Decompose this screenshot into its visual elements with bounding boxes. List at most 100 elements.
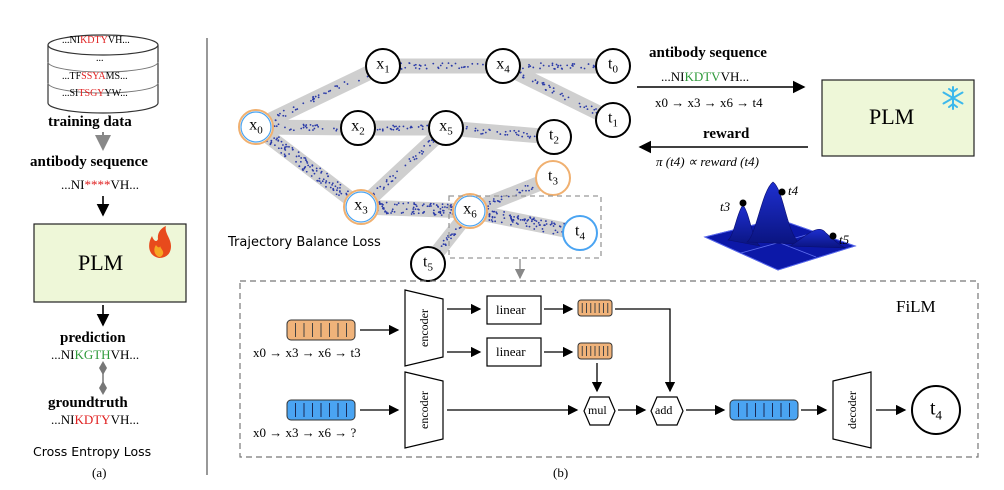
sample-dot xyxy=(591,112,594,114)
sample-dot xyxy=(488,128,491,131)
sample-dot xyxy=(394,176,397,179)
sample-dot xyxy=(529,135,532,138)
database-icon xyxy=(47,34,159,114)
sample-dot xyxy=(529,65,532,68)
sample-dot xyxy=(534,79,537,82)
db-row-2: ... xyxy=(96,53,104,64)
trajectory-balance-loss-label: Trajectory Balance Loss xyxy=(228,235,381,250)
sample-dot xyxy=(332,187,335,190)
sample-dot xyxy=(552,225,555,227)
sample-dot xyxy=(503,211,506,213)
node-t1-label: t1 xyxy=(608,109,618,130)
peak-label-t4: t4 xyxy=(788,183,799,198)
sample-dot xyxy=(382,207,384,209)
sample-dot xyxy=(408,62,411,64)
sample-dot xyxy=(517,130,520,133)
node-t1-circle xyxy=(595,102,631,138)
sample-dot xyxy=(539,224,541,226)
sample-dot xyxy=(561,68,564,70)
sample-dot xyxy=(454,62,457,65)
sample-dot xyxy=(424,64,427,67)
sample-dot xyxy=(283,153,286,156)
edge-band-x4-t1 xyxy=(495,58,621,128)
linear-box-2 xyxy=(486,337,542,367)
node-x0-ring xyxy=(240,111,272,143)
sample-dot xyxy=(402,125,405,128)
sample-dot xyxy=(405,208,408,211)
node-x5-label: x5 xyxy=(439,117,453,138)
edge-band-x5-t2 xyxy=(438,120,562,145)
sample-dot xyxy=(275,125,278,128)
sample-dot xyxy=(283,148,286,150)
sample-dot xyxy=(490,219,493,221)
sample-dot xyxy=(451,233,453,236)
sample-dot xyxy=(392,124,395,127)
sample-dot xyxy=(556,66,559,69)
sample-dot xyxy=(533,222,536,225)
sample-dot xyxy=(460,66,463,69)
sample-dot xyxy=(376,128,379,131)
sample-dot xyxy=(442,209,444,212)
sample-dot xyxy=(536,82,539,85)
plm-box-b xyxy=(821,79,975,157)
sample-dot xyxy=(580,66,583,69)
sample-dot xyxy=(291,111,294,113)
sample-dot xyxy=(336,187,339,189)
linear-label-1: linear xyxy=(496,302,526,317)
sample-dot xyxy=(533,228,536,230)
sample-dot xyxy=(521,189,524,192)
sample-dot xyxy=(410,126,413,129)
sample-dot xyxy=(549,223,552,226)
sample-dot xyxy=(533,219,536,222)
sample-dot xyxy=(551,91,554,94)
sample-dot xyxy=(480,133,483,135)
add-op xyxy=(650,396,684,426)
sample-dot xyxy=(276,137,279,140)
sample-dot xyxy=(335,129,338,132)
sample-dot xyxy=(556,231,559,234)
sample-dot xyxy=(528,63,530,66)
sample-dot xyxy=(482,129,485,131)
sample-dot xyxy=(488,213,491,216)
sample-dot xyxy=(437,66,440,69)
sample-dot xyxy=(313,172,316,175)
sample-dot xyxy=(491,220,494,223)
sample-dot xyxy=(432,203,435,205)
sample-dot xyxy=(528,225,531,228)
node-t5-label: t5 xyxy=(423,253,433,274)
sample-dot xyxy=(528,136,531,139)
sample-dot xyxy=(385,201,388,204)
sample-dot xyxy=(578,102,581,105)
sample-dot xyxy=(331,182,334,185)
caption-a: (a) xyxy=(92,465,107,480)
sample-dot xyxy=(528,189,530,192)
sample-dot xyxy=(286,145,288,148)
sample-dot xyxy=(413,212,415,215)
sample-dot xyxy=(315,167,318,170)
sample-dot xyxy=(421,152,424,155)
sample-dot xyxy=(552,90,555,93)
sample-dot xyxy=(378,203,381,206)
sample-dot xyxy=(311,168,314,171)
sample-dot xyxy=(549,86,551,89)
sample-dot xyxy=(446,206,449,209)
sample-dot xyxy=(493,216,496,219)
film-label: FiLM xyxy=(896,297,936,316)
node-x4-label: x4 xyxy=(496,55,510,76)
sample-dot xyxy=(516,188,519,191)
trajectory-nodes xyxy=(238,48,631,282)
sample-dot xyxy=(381,205,384,208)
sample-dot xyxy=(385,180,388,183)
sample-dot xyxy=(517,215,520,217)
db-row-3: ...TFSSYAMS... xyxy=(62,71,128,82)
sample-dot xyxy=(415,157,418,160)
sample-dot xyxy=(414,203,417,206)
sample-dot xyxy=(522,67,524,70)
node-x6-label: x6 xyxy=(463,200,477,221)
node-x2-circle xyxy=(340,110,376,146)
sample-dot xyxy=(309,123,312,126)
node-x3-ring xyxy=(345,191,377,223)
sample-dot xyxy=(386,126,389,129)
groundtruth-label: groundtruth xyxy=(48,395,128,411)
sample-dot xyxy=(545,223,548,225)
